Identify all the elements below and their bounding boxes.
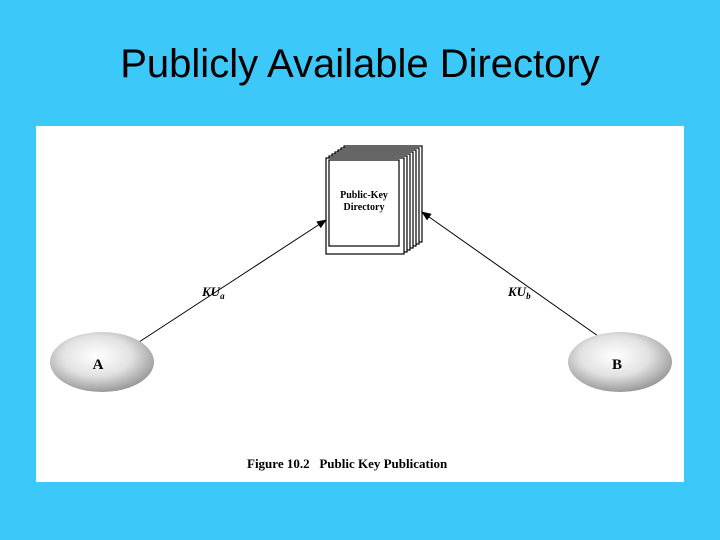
directory-front-page (328, 159, 400, 247)
node-a (50, 332, 154, 392)
public-key-diagram: Public-Key Directory KUa KUb A B Figure … (50, 145, 672, 471)
node-b (568, 332, 672, 392)
directory-label-line1: Public-Key (340, 190, 388, 201)
node-b-label: B (612, 357, 622, 373)
edge-label-kua: KUa (201, 284, 225, 301)
directory-stack: Public-Key Directory (325, 145, 423, 255)
figure-panel: Public-Key Directory KUa KUb A B Figure … (36, 126, 684, 482)
edge-label-kub: KUb (507, 284, 531, 301)
directory-label-line2: Directory (344, 202, 385, 213)
node-a-label: A (93, 357, 104, 373)
figure-caption: Figure 10.2 Public Key Publication (247, 456, 448, 471)
arrow-b-to-directory (421, 211, 599, 337)
arrow-a-to-directory (135, 219, 327, 345)
slide-title: Publicly Available Directory (120, 42, 600, 86)
